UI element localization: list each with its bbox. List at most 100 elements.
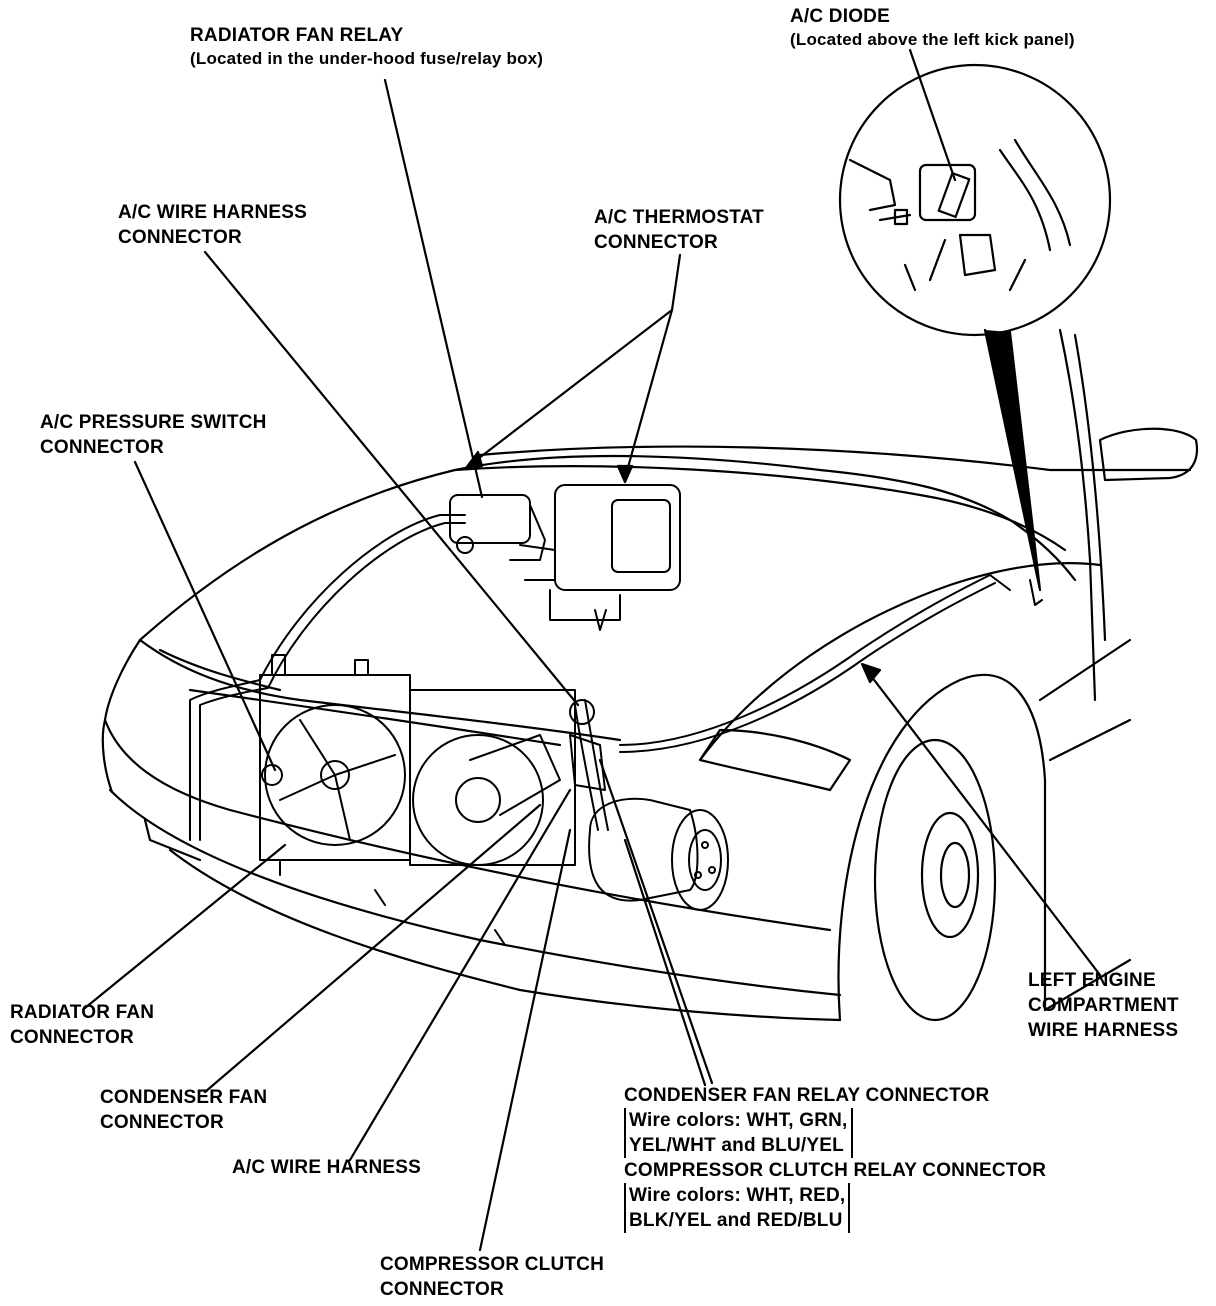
door-line xyxy=(1038,638,1132,702)
hood-front-edge xyxy=(138,638,622,742)
label-ac-wire-harness: A/C WIRE HARNESS xyxy=(232,1155,421,1180)
label-condenser-fan-relay-connector: CONDENSER FAN RELAY CONNECTOR Wire color… xyxy=(624,1083,1046,1233)
side-mirror xyxy=(1098,427,1199,482)
door-line-2 xyxy=(1048,718,1132,762)
label-ac-diode-title: A/C DIODE xyxy=(790,6,890,27)
radiator-fan-shroud xyxy=(264,704,406,846)
compressor-bolt-3 xyxy=(694,871,702,879)
arrowhead-left-engine-harness xyxy=(860,662,882,684)
label-condenser-fan-connector-line2: CONNECTOR xyxy=(100,1112,224,1133)
left-engine-harness xyxy=(619,574,1011,746)
condenser-fan-relay-wire-line1: Wire colors: WHT, GRN, xyxy=(629,1110,848,1131)
label-ac-diode: A/C DIODE (Located above the left kick p… xyxy=(790,4,1075,51)
side-panel-lower xyxy=(1043,958,1132,1012)
a-pillar xyxy=(1058,328,1097,702)
evaporator-duct xyxy=(519,544,556,581)
compressor-bolt-2 xyxy=(708,866,716,874)
bumper-bottom xyxy=(168,848,842,1022)
label-radiator-fan-connector-line1: RADIATOR FAN xyxy=(10,1002,155,1023)
leader-ac-wire-harness-connector xyxy=(203,250,580,707)
condenser-fan-relay-wire-colors: Wire colors: WHT, GRN, YEL/WHT and BLU/Y… xyxy=(624,1108,853,1158)
heater-ac-unit xyxy=(449,484,681,631)
condenser-fan-relay-wire-line2: YEL/WHT and BLU/YEL xyxy=(629,1135,844,1156)
arrowhead-thermostat-c xyxy=(616,464,634,484)
condenser-fan-shroud xyxy=(412,734,544,866)
grille-opening xyxy=(188,688,562,747)
label-left-engine-compartment-wire-harness: LEFT ENGINE COMPARTMENT WIRE HARNESS xyxy=(1028,968,1179,1043)
label-left-engine-line3: WIRE HARNESS xyxy=(1028,1020,1179,1041)
leader-radiator-fan-relay xyxy=(383,78,484,499)
label-left-engine-line1: LEFT ENGINE xyxy=(1028,970,1156,991)
radiator-fans xyxy=(259,654,576,946)
inset-circle xyxy=(838,63,1112,337)
leader-compressor-clutch-connector xyxy=(478,828,572,1252)
compressor xyxy=(588,797,729,911)
leader-left-engine-harness xyxy=(863,666,1102,977)
fuse-box-side xyxy=(509,504,546,561)
bumper-lower xyxy=(108,788,842,997)
front-wheel xyxy=(873,738,997,1022)
label-ac-wire-harness-line1: A/C WIRE HARNESS xyxy=(232,1157,421,1178)
label-radiator-fan-relay: RADIATOR FAN RELAY (Located in the under… xyxy=(190,23,543,70)
leader-ac-thermostat-b xyxy=(468,308,674,467)
headlight xyxy=(698,728,852,792)
harness-over-hood xyxy=(189,514,466,841)
hood-crease xyxy=(453,465,1067,552)
leader-ac-wire-harness xyxy=(348,788,572,1162)
label-compressor-clutch-connector: COMPRESSOR CLUTCH CONNECTOR xyxy=(380,1252,604,1302)
diode-detail-inset xyxy=(838,63,1112,592)
leader-ac-diode xyxy=(908,48,957,182)
compressor-clutch-relay-wire-line2: BLK/YEL and RED/BLU xyxy=(629,1210,843,1231)
label-compressor-clutch-connector-line1: COMPRESSOR CLUTCH xyxy=(380,1254,605,1275)
label-radiator-fan-connector-line2: CONNECTOR xyxy=(10,1027,134,1048)
evaporator-housing xyxy=(554,484,681,591)
compressor-clutch-plate xyxy=(688,829,722,891)
label-ac-thermostat-connector-line1: A/C THERMOSTAT xyxy=(594,207,764,228)
front-wheel-cap xyxy=(939,841,971,909)
bumper-top xyxy=(103,718,832,932)
leader-lines xyxy=(83,48,1102,1252)
label-radiator-fan-relay-note: (Located in the under-hood fuse/relay bo… xyxy=(190,49,544,68)
condenser-fan-motor xyxy=(469,734,561,816)
label-ac-wire-harness-connector-line1: A/C WIRE HARNESS xyxy=(118,202,307,223)
arrowhead-thermostat-b xyxy=(464,450,484,470)
fender-top xyxy=(698,562,1102,762)
label-condenser-fan-connector: CONDENSER FAN CONNECTOR xyxy=(100,1085,267,1135)
fuse-box xyxy=(449,494,531,544)
compressor-pulley xyxy=(671,809,729,911)
ac-harness-bundle xyxy=(574,699,609,831)
leader-ac-thermostat-c xyxy=(623,308,674,480)
inset-callout-cone xyxy=(983,328,1042,592)
label-ac-diode-note: (Located above the left kick panel) xyxy=(790,30,1075,49)
mount-tab xyxy=(594,609,607,631)
leader-relay-connector-a xyxy=(598,758,714,1085)
left-engine-harness-2 xyxy=(619,582,996,753)
label-left-engine-line2: COMPARTMENT xyxy=(1028,995,1179,1016)
harness-connector-knot xyxy=(569,699,595,725)
inset-small-rect xyxy=(893,208,909,226)
bumper-lip xyxy=(143,818,202,862)
label-condenser-fan-relay-connector-title: CONDENSER FAN RELAY CONNECTOR xyxy=(624,1085,990,1106)
label-ac-wire-harness-connector: A/C WIRE HARNESS CONNECTOR xyxy=(118,200,307,250)
compressor-clutch-relay-wire-line1: Wire colors: WHT, RED, xyxy=(629,1185,846,1206)
leader-ac-thermostat-a xyxy=(670,253,682,312)
leader-relay-connector-b xyxy=(623,838,707,1087)
label-radiator-fan-connector: RADIATOR FAN CONNECTOR xyxy=(10,1000,154,1050)
label-ac-wire-harness-connector-line2: CONNECTOR xyxy=(118,227,242,248)
compressor-bolt-1 xyxy=(701,841,709,849)
label-ac-pressure-switch-connector-line1: A/C PRESSURE SWITCH xyxy=(40,412,267,433)
wheel-arch xyxy=(837,673,1047,1022)
inset-lines xyxy=(878,213,1027,292)
radiator-fan-blades xyxy=(279,719,396,841)
radiator-tabs xyxy=(271,654,369,676)
radiator-fan-hub xyxy=(320,760,350,790)
harness-over-hood-2 xyxy=(199,522,466,841)
evaporator-face xyxy=(611,499,671,573)
wire-harnesses xyxy=(189,514,1043,841)
compressor-body xyxy=(588,797,699,902)
a-pillar-inner xyxy=(1073,333,1107,642)
cowl-line xyxy=(478,445,1192,472)
body-seam xyxy=(158,648,282,692)
label-compressor-clutch-relay-connector-title: COMPRESSOR CLUTCH RELAY CONNECTOR xyxy=(624,1160,1047,1181)
